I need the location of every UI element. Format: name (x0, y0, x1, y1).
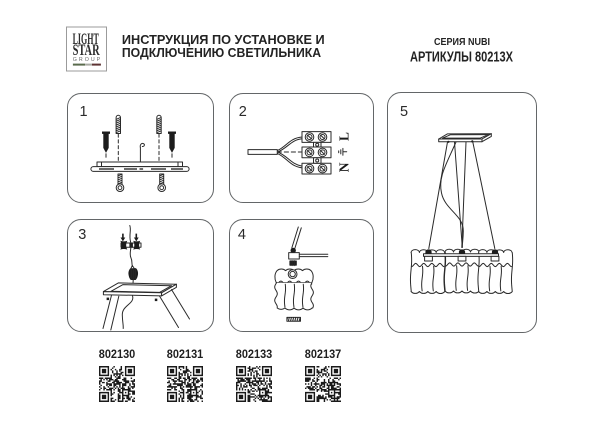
svg-text:СЕРИЯ NUBI: СЕРИЯ NUBI (434, 37, 490, 48)
svg-text:802130: 802130 (98, 349, 135, 360)
svg-text:GROUP: GROUP (73, 57, 101, 63)
svg-text:802131: 802131 (167, 349, 204, 360)
svg-text:N: N (337, 162, 352, 172)
svg-text:802133: 802133 (236, 349, 273, 360)
svg-text:ИНСТРУКЦИЯ ПО УСТАНОВКЕ И: ИНСТРУКЦИЯ ПО УСТАНОВКЕ И (122, 32, 325, 47)
svg-text:L: L (337, 131, 352, 140)
svg-text:STAR: STAR (73, 42, 100, 59)
svg-text:АРТИКУЛЫ 80213X: АРТИКУЛЫ 80213X (410, 49, 513, 66)
svg-text:802137: 802137 (304, 349, 341, 360)
svg-text:ПОДКЛЮЧЕНИЮ СВЕТИЛЬНИКА: ПОДКЛЮЧЕНИЮ СВЕТИЛЬНИКА (122, 45, 322, 60)
svg-text:LIGHT: LIGHT (73, 31, 99, 48)
